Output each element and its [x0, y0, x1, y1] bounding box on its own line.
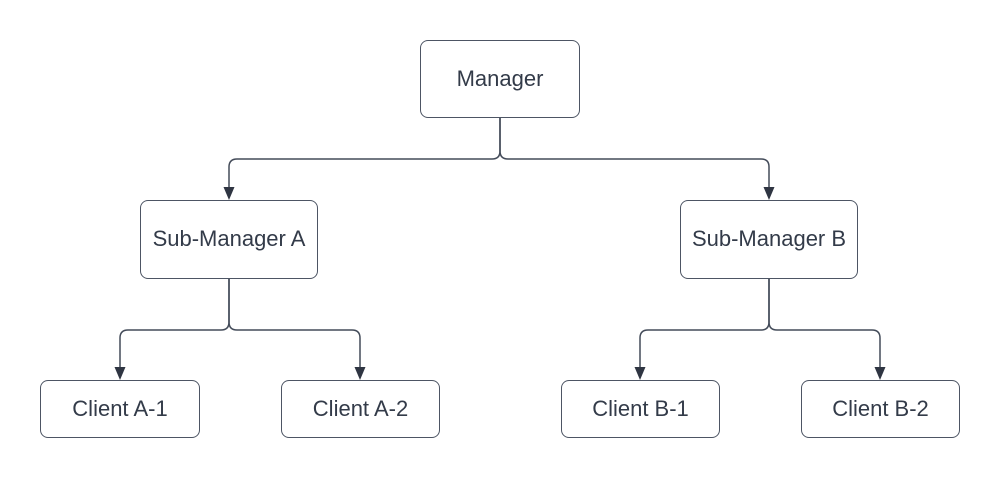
edge-sub-manager-b-to-client-b-1 — [639, 279, 770, 367]
edge-sub-manager-b-to-client-b-2 — [768, 279, 881, 367]
node-label: Client B-2 — [832, 395, 929, 421]
edge-manager-to-sub-manager-a — [228, 118, 501, 187]
node-label: Client A-1 — [72, 395, 168, 421]
node-label: Client A-2 — [312, 395, 409, 421]
node-client-b-2: Client B-2 — [801, 380, 960, 438]
edge-sub-manager-a-to-client-a-2 — [228, 279, 361, 367]
node-label: Sub-Manager A — [152, 226, 306, 252]
node-label: Manager — [456, 65, 544, 91]
node-client-a-2: Client A-2 — [281, 380, 440, 438]
edge-arrowhead — [874, 367, 886, 380]
node-manager: Manager — [420, 40, 580, 118]
edge-arrowhead — [114, 367, 126, 380]
edge-arrowhead — [354, 367, 366, 380]
node-label: Sub-Manager B — [691, 226, 847, 252]
node-sub-manager-b: Sub-Manager B — [680, 200, 858, 279]
node-client-a-1: Client A-1 — [40, 380, 200, 438]
edge-sub-manager-a-to-client-a-1 — [119, 279, 230, 367]
node-label: Client B-1 — [592, 395, 689, 421]
node-client-b-1: Client B-1 — [561, 380, 720, 438]
edge-arrowhead — [763, 187, 775, 200]
edge-manager-to-sub-manager-b — [499, 118, 770, 187]
edge-arrowhead — [634, 367, 646, 380]
node-sub-manager-a: Sub-Manager A — [140, 200, 318, 279]
edge-arrowhead — [223, 187, 235, 200]
